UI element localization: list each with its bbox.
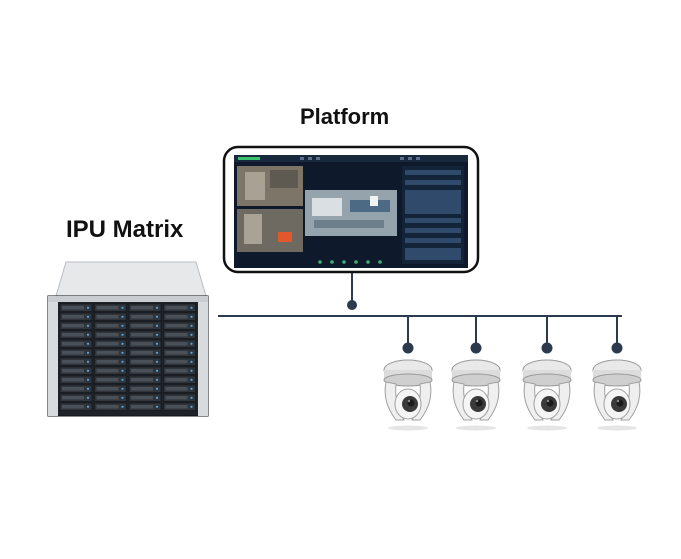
drive-bay (163, 375, 196, 384)
drive-bay (128, 393, 162, 402)
ipu-matrix-server (47, 261, 209, 417)
drive-bay (59, 321, 93, 330)
drive-bay (163, 321, 196, 330)
camera-1-dot (402, 342, 414, 354)
drive-bay (128, 375, 162, 384)
drive-bay (128, 384, 162, 393)
drive-bay (163, 303, 196, 312)
drive-bay (163, 402, 196, 411)
ipu-matrix-label: IPU Matrix (66, 216, 184, 243)
drive-bay (94, 393, 127, 402)
drive-bay (94, 312, 127, 321)
platform-label: Platform (300, 104, 390, 129)
drive-bay (163, 339, 196, 348)
platform-monitor (222, 145, 480, 274)
drive-bay (59, 384, 93, 393)
drive-bay (59, 375, 93, 384)
drive-bay (59, 366, 93, 375)
drive-bay (163, 348, 196, 357)
drive-bay (128, 348, 162, 357)
ptz-camera (522, 359, 572, 431)
drive-bay (59, 330, 93, 339)
drive-bay (128, 402, 162, 411)
drive-bay (128, 312, 162, 321)
drive-bay (94, 375, 127, 384)
drive-bay (128, 339, 162, 348)
drive-bay (128, 321, 162, 330)
drive-bay (163, 330, 196, 339)
drive-bay (163, 312, 196, 321)
drive-bay (128, 303, 162, 312)
drive-bay (94, 339, 127, 348)
drive-bay (163, 384, 196, 393)
drive-bay (59, 357, 93, 366)
drive-bay (163, 357, 196, 366)
drive-bay (59, 348, 93, 357)
ptz-camera (451, 359, 501, 431)
ptz-camera (592, 359, 642, 431)
drive-bay (59, 339, 93, 348)
drive-bay (59, 303, 93, 312)
drive-bay (59, 393, 93, 402)
platform-node-dot (347, 300, 357, 310)
drive-bay (94, 330, 127, 339)
camera-3-dot (541, 342, 553, 354)
camera-2-dot (470, 342, 482, 354)
drive-bay (128, 330, 162, 339)
drive-bay (163, 366, 196, 375)
drive-bay (94, 303, 127, 312)
drive-bay (94, 384, 127, 393)
drive-bay (94, 348, 127, 357)
drive-bays (59, 303, 196, 411)
ptz-camera (383, 359, 433, 431)
drive-bay (94, 402, 127, 411)
drive-bay (94, 357, 127, 366)
drive-bay (94, 321, 127, 330)
network-lines (218, 272, 623, 354)
drive-bay (128, 357, 162, 366)
drive-bay (128, 366, 162, 375)
drive-bay (59, 402, 93, 411)
drive-bay (94, 366, 127, 375)
camera-4-dot (611, 342, 623, 354)
cameras (383, 359, 642, 431)
drive-bay (59, 312, 93, 321)
drive-bay (163, 393, 196, 402)
